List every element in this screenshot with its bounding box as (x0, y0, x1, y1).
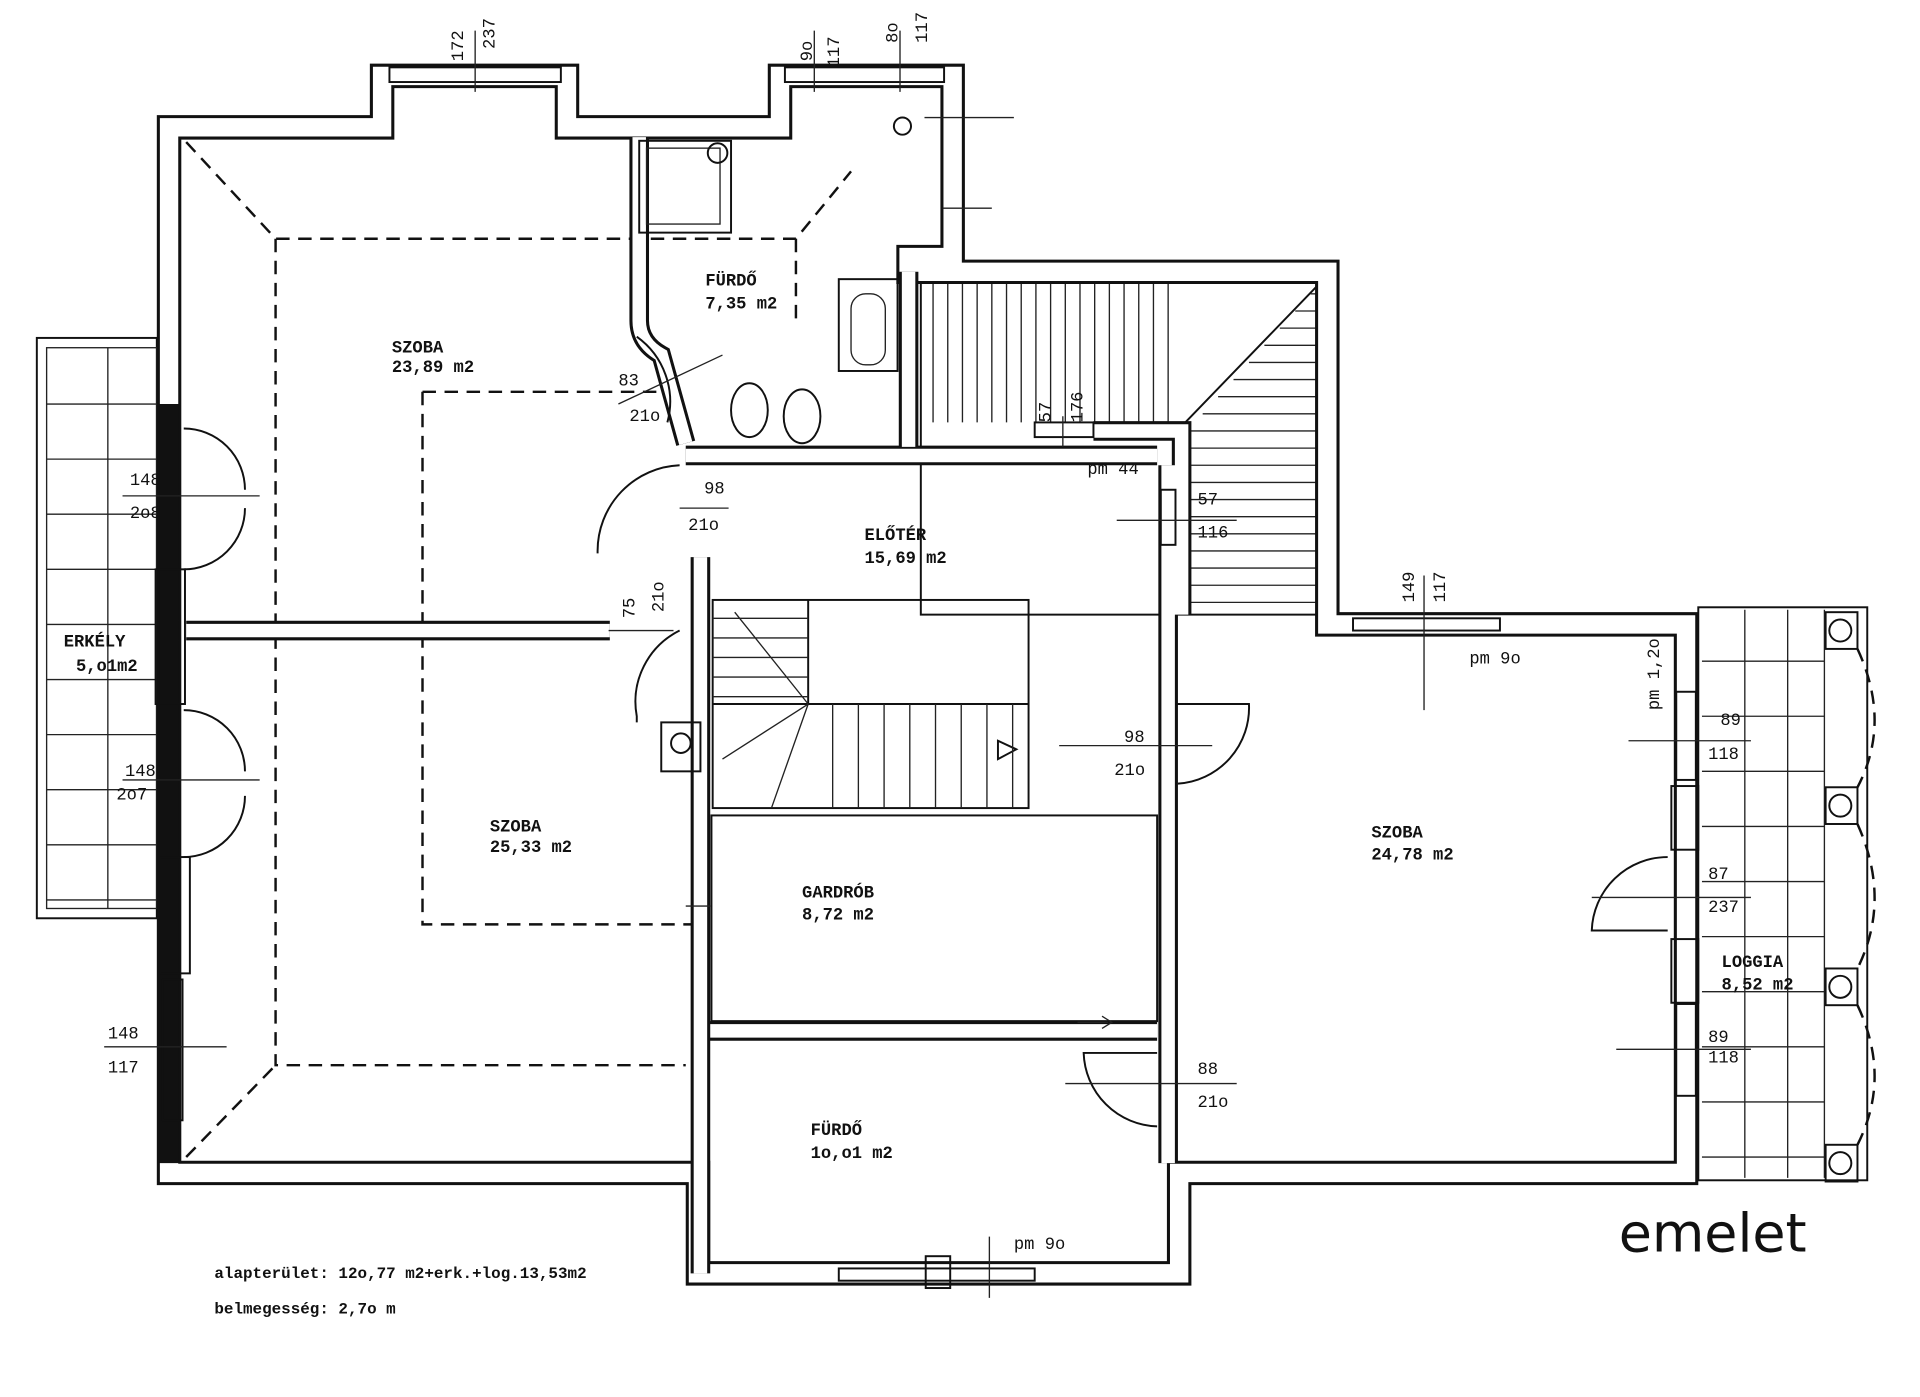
stair-hatch (919, 273, 1330, 616)
column-icon (1824, 611, 1859, 650)
interior-walls (154, 137, 1700, 1290)
dim-label: 88 (1198, 1061, 1219, 1080)
room-area: 8,52 m2 (1722, 976, 1794, 995)
room-name: FÜRDŐ (705, 271, 756, 291)
dim-label: 89 (1720, 712, 1741, 731)
roof-outline-inner (421, 390, 692, 926)
room-area: 5,o1m2 (76, 658, 138, 677)
room-name: SZOBA (490, 818, 542, 837)
dim-label: 148 (108, 1025, 139, 1044)
dim-label: 8o (885, 22, 904, 43)
dim-label: 117 (826, 36, 845, 67)
room-name: ELŐTÉR (864, 526, 926, 546)
room-area: 23,89 m2 (392, 359, 474, 378)
floor-title: emelet (1619, 1201, 1807, 1264)
dim-label: 21o (651, 581, 670, 612)
column-icon (1824, 967, 1859, 1007)
dim-label: pm 44 (1087, 461, 1138, 480)
dimension-labels: 172 237 9o 117 8o 117 83 21o 148 2o8 98 … (108, 12, 1741, 1255)
doors (183, 335, 1668, 1128)
dim-label: 57 (1198, 491, 1219, 510)
room-area: 1o,o1 m2 (811, 1145, 893, 1164)
footer-area: alapterület: 12o,77 m2+erk.+log.13,53m2 (214, 1265, 586, 1283)
column-icon (1824, 786, 1859, 825)
dim-label: 89 (1708, 1029, 1729, 1048)
dim-label: 117 (914, 12, 933, 43)
grid-line (722, 703, 809, 760)
dim-label: 172 (450, 30, 469, 61)
footer-height: belmegesség: 2,7o m (214, 1301, 395, 1319)
dim-label: 117 (1432, 572, 1451, 603)
dim-label: 57 (1038, 402, 1057, 423)
room-area: 8,72 m2 (802, 906, 874, 925)
dim-label: 149 (1401, 572, 1420, 603)
dim-label: 118 (1708, 1050, 1739, 1069)
dim-label: pm 1,2o (1646, 638, 1665, 710)
outer-walls (156, 63, 1699, 1286)
grid-line (770, 703, 809, 809)
dim-label: 75 (621, 598, 640, 619)
grid-line (734, 611, 809, 705)
dim-label: 83 (618, 373, 639, 392)
balcony-erkely (35, 336, 158, 920)
room-name: FÜRDŐ (811, 1121, 862, 1141)
room-name: GARDRÓB (802, 883, 874, 903)
bath-fixtures (638, 116, 913, 445)
room-name: SZOBA (392, 340, 444, 359)
dim-label: 237 (1708, 899, 1739, 918)
room-name: SZOBA (1371, 824, 1423, 843)
room-name: LOGGIA (1722, 954, 1784, 973)
dim-label: 117 (108, 1060, 139, 1079)
dim-label: 237 (482, 18, 501, 49)
dim-label: 2o7 (116, 787, 147, 806)
dim-label: pm 9o (1014, 1236, 1065, 1255)
dim-label: 2o8 (130, 505, 161, 524)
dim-label: 148 (130, 472, 161, 491)
room-name: ERKÉLY (64, 632, 126, 652)
dim-label: 98 (704, 480, 725, 499)
dim-label: 176 (1069, 392, 1088, 423)
room-labels: SZOBA 23,89 m2 FÜRDŐ 7,35 m2 ELŐTÉR 15,6… (64, 271, 1794, 1164)
dim-label: 21o (1198, 1094, 1229, 1113)
dim-label: pm 9o (1469, 651, 1520, 670)
dim-label: 9o (799, 41, 818, 62)
room-area: 7,35 m2 (705, 296, 777, 315)
room-area: 24,78 m2 (1371, 847, 1453, 866)
dim-label: 21o (688, 517, 719, 536)
roof-outline (185, 141, 852, 1158)
staircase (660, 598, 1030, 810)
room-area: 25,33 m2 (490, 839, 572, 858)
room-area: 15,69 m2 (864, 550, 946, 569)
column-icon (1824, 1143, 1859, 1183)
dimension-lines (104, 30, 1751, 1298)
dim-label: 116 (1198, 524, 1229, 543)
dim-label: 87 (1708, 866, 1729, 885)
dim-label: 118 (1708, 746, 1739, 765)
dim-label: 21o (1114, 762, 1145, 781)
dim-label: 98 (1124, 729, 1145, 748)
dim-label: 21o (629, 408, 660, 427)
loggia (1697, 606, 1876, 1183)
dim-label: 148 (125, 763, 156, 782)
grid-line (1184, 276, 1327, 424)
